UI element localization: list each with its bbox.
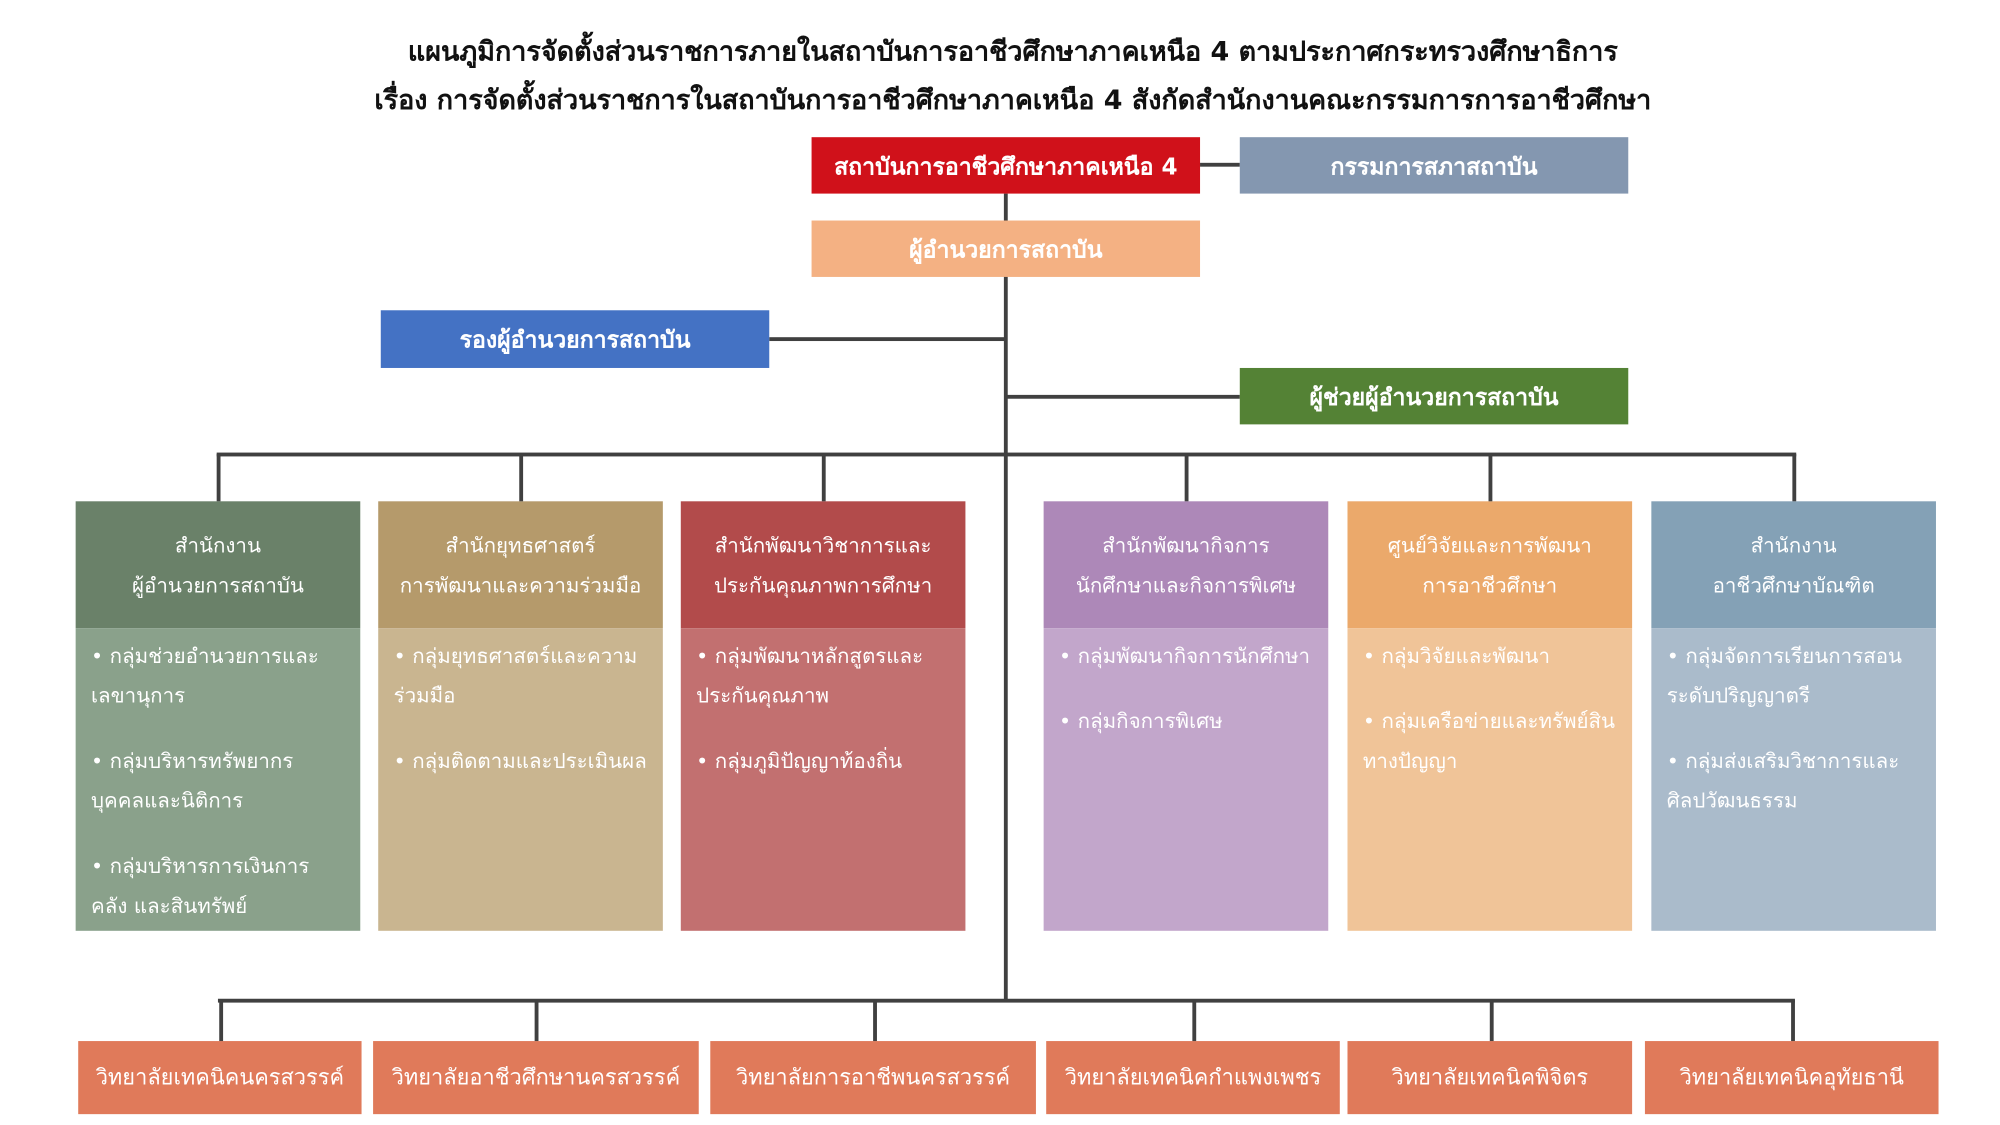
- connector-line: [1192, 1000, 1197, 1042]
- unit-groups: กลุ่มช่วยอำนวยการและเลขานุการกลุ่มบริหาร…: [75, 628, 361, 931]
- unit-header: สำนักพัฒนากิจการนักศึกษาและกิจการพิเศษ: [1043, 501, 1329, 629]
- college-box: วิทยาลัยเทคนิคกำแพงเพชร: [1046, 1041, 1340, 1115]
- unit-header: ศูนย์วิจัยและการพัฒนาการอาชีวศึกษา: [1347, 501, 1633, 629]
- unit-title-line: ผู้อำนวยการสถาบัน: [132, 572, 304, 597]
- connector-line: [219, 1000, 224, 1042]
- deputy-director-box: รองผู้อำนวยการสถาบัน: [380, 310, 770, 368]
- group-item: กลุ่มส่งเสริมวิชาการและศิลปวัฒนธรรม: [1667, 741, 1921, 820]
- unit-header: สำนักงานผู้อำนวยการสถาบัน: [75, 501, 361, 629]
- unit-groups: กลุ่มจัดการเรียนการสอนระดับปริญญาตรีกลุ่…: [1651, 628, 1936, 931]
- unit-box: สำนักยุทธศาสตร์การพัฒนาและความร่วมมือกลุ…: [378, 501, 663, 931]
- group-item: กลุ่มบริหารการเงินการคลัง และสินทรัพย์: [91, 846, 345, 925]
- connector-line: [1488, 453, 1493, 502]
- unit-title-line: อาชีวศึกษาบัณฑิต: [1712, 572, 1875, 597]
- group-item: กลุ่มช่วยอำนวยการและเลขานุการ: [91, 636, 345, 715]
- unit-title-line: ศูนย์วิจัยและการพัฒนา: [1387, 532, 1592, 558]
- connector-line: [1006, 394, 1240, 399]
- group-item: กลุ่มพัฒนาหลักสูตรและประกันคุณภาพ: [696, 636, 950, 715]
- unit-box: ศูนย์วิจัยและการพัฒนาการอาชีวศึกษากลุ่มว…: [1347, 501, 1633, 931]
- unit-box: สำนักพัฒนาวิชาการและประกันคุณภาพการศึกษา…: [680, 501, 966, 931]
- unit-title-line: สำนักพัฒนากิจการ: [1102, 532, 1270, 558]
- connector-line: [1184, 453, 1189, 502]
- connector-line: [519, 453, 524, 502]
- unit-header: สำนักพัฒนาวิชาการและประกันคุณภาพการศึกษา: [680, 501, 966, 629]
- unit-title-line: การพัฒนาและความร่วมมือ: [399, 572, 642, 597]
- connector-line: [1489, 1000, 1494, 1042]
- connector-line: [1792, 453, 1797, 502]
- connector-line: [534, 1000, 539, 1042]
- group-item: กลุ่มเครือข่ายและทรัพย์สินทางปัญญา: [1363, 701, 1617, 780]
- college-box: วิทยาลัยเทคนิคอุทัยธานี: [1644, 1041, 1939, 1115]
- council-box: กรรมการสภาสถาบัน: [1239, 137, 1629, 194]
- group-item: กลุ่มกิจการพิเศษ: [1059, 701, 1313, 741]
- unit-groups: กลุ่มพัฒนากิจการนักศึกษากลุ่มกิจการพิเศษ: [1043, 628, 1329, 931]
- unit-groups: กลุ่มยุทธศาสตร์และความร่วมมือกลุ่มติดตาม…: [378, 628, 663, 931]
- connector-line: [1003, 193, 1008, 1002]
- connector-line: [1791, 1000, 1795, 1042]
- unit-title-line: การอาชีวศึกษา: [1422, 572, 1558, 597]
- connector-line: [769, 337, 1007, 342]
- unit-groups: กลุ่มพัฒนาหลักสูตรและประกันคุณภาพกลุ่มภู…: [680, 628, 966, 931]
- connector-line: [216, 453, 221, 502]
- group-item: กลุ่มบริหารทรัพยากรบุคคลและนิติการ: [91, 741, 345, 820]
- connector-line: [217, 998, 1795, 1003]
- unit-header: สำนักงานอาชีวศึกษาบัณฑิต: [1651, 501, 1936, 629]
- director-box: ผู้อำนวยการสถาบัน: [811, 220, 1201, 277]
- group-item: กลุ่มจัดการเรียนการสอนระดับปริญญาตรี: [1667, 636, 1921, 715]
- group-item: กลุ่มพัฒนากิจการนักศึกษา: [1059, 636, 1313, 676]
- unit-box: สำนักพัฒนากิจการนักศึกษาและกิจการพิเศษกล…: [1043, 501, 1329, 931]
- unit-title-line: สำนักพัฒนาวิชาการและ: [714, 532, 932, 558]
- college-box: วิทยาลัยเทคนิคพิจิตร: [1347, 1041, 1633, 1115]
- unit-title-line: สำนักงาน: [1750, 532, 1837, 558]
- institute-box: สถาบันการอาชีวศึกษาภาคเหนือ 4: [811, 137, 1201, 194]
- connector-line: [873, 1000, 877, 1042]
- unit-box: สำนักงานผู้อำนวยการสถาบันกลุ่มช่วยอำนวยก…: [75, 501, 361, 931]
- group-item: กลุ่มติดตามและประเมินผล: [394, 741, 648, 781]
- connector-line: [1200, 162, 1240, 167]
- assistant-director-box: ผู้ช่วยผู้อำนวยการสถาบัน: [1239, 367, 1629, 425]
- group-item: กลุ่มวิจัยและพัฒนา: [1363, 636, 1617, 676]
- unit-title-line: สำนักยุทธศาสตร์: [445, 532, 596, 558]
- chart-title-line1: แผนภูมิการจัดตั้งส่วนราชการภายในสถาบันกา…: [407, 35, 1618, 67]
- connector-line: [821, 453, 826, 502]
- college-box: วิทยาลัยอาชีวศึกษานครสวรรค์: [373, 1041, 699, 1115]
- chart-title-line2: เรื่อง การจัดตั้งส่วนราชการในสถาบันการอา…: [374, 84, 1652, 116]
- unit-title-line: สำนักงาน: [174, 532, 261, 558]
- unit-title-line: ประกันคุณภาพการศึกษา: [713, 572, 933, 597]
- unit-header: สำนักยุทธศาสตร์การพัฒนาและความร่วมมือ: [378, 501, 663, 629]
- unit-groups: กลุ่มวิจัยและพัฒนากลุ่มเครือข่ายและทรัพย…: [1347, 628, 1633, 931]
- group-item: กลุ่มยุทธศาสตร์และความร่วมมือ: [394, 636, 648, 715]
- unit-title-line: นักศึกษาและกิจการพิเศษ: [1075, 572, 1297, 597]
- unit-box: สำนักงานอาชีวศึกษาบัณฑิตกลุ่มจัดการเรียน…: [1651, 501, 1936, 931]
- connector-line: [216, 452, 1797, 457]
- group-item: กลุ่มภูมิปัญญาท้องถิ่น: [696, 741, 950, 781]
- college-box: วิทยาลัยเทคนิคนครสวรรค์: [78, 1041, 362, 1115]
- college-box: วิทยาลัยการอาชีพนครสวรรค์: [710, 1041, 1036, 1115]
